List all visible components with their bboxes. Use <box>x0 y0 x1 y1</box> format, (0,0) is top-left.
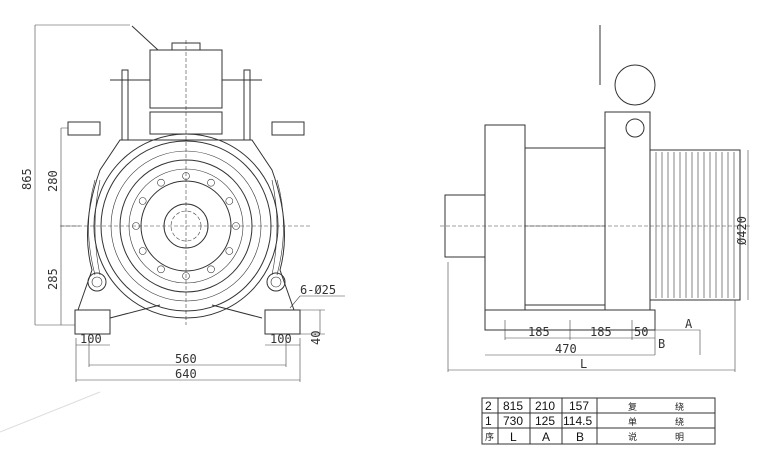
dim-l: L <box>580 357 587 371</box>
dim-hole: 6-Ø25 <box>300 283 336 297</box>
dim-a: A <box>685 317 693 331</box>
foot-left <box>74 309 111 335</box>
bolt-hole <box>207 265 215 274</box>
bolt-hole <box>225 247 234 255</box>
table-row-2: 2 815 210 157 复 绕 <box>485 399 684 413</box>
brake-column <box>604 111 651 311</box>
bolt-hole <box>207 178 215 187</box>
spec-table: 2 815 210 157 复 绕 1 730 125 114.5 单 绕 序 … <box>481 397 716 445</box>
svg-text:B: B <box>576 430 584 444</box>
svg-text:730: 730 <box>503 414 523 428</box>
dim-185-b: 185 <box>590 325 612 339</box>
dim-470: 470 <box>555 342 577 356</box>
svg-text:815: 815 <box>503 399 523 413</box>
bolt-hole <box>132 222 140 230</box>
bolt-hole <box>232 222 240 230</box>
svg-text:单: 单 <box>628 416 637 428</box>
frame-outline <box>77 139 295 311</box>
brake-drum <box>614 64 656 106</box>
dim-sheave-diameter: Ø420 <box>735 216 749 245</box>
dim-50: 50 <box>634 325 648 339</box>
bolt-hole <box>182 272 190 280</box>
dim-b: B <box>658 337 665 351</box>
svg-text:序: 序 <box>485 431 494 443</box>
dim-foot-right: 100 <box>270 332 292 346</box>
decorative-line <box>0 391 101 433</box>
dim-285: 285 <box>46 268 60 290</box>
dim-40: 40 <box>309 331 323 345</box>
brake-springs <box>67 121 305 136</box>
table-header: 序 L A B 说 明 <box>485 430 684 444</box>
dim-280: 280 <box>46 170 60 192</box>
release-lever <box>131 25 159 51</box>
bolt-hole <box>225 197 234 205</box>
svg-text:说: 说 <box>628 431 637 443</box>
dim-640: 640 <box>175 367 197 381</box>
svg-text:1: 1 <box>485 414 492 428</box>
shaft-hub <box>163 203 209 249</box>
svg-text:L: L <box>510 430 517 444</box>
svg-text:2: 2 <box>485 399 492 413</box>
bolt-hole <box>138 197 147 205</box>
svg-text:明: 明 <box>675 432 684 443</box>
bolt-hole <box>157 265 165 274</box>
bolt-hole <box>157 178 165 187</box>
front-view: 865 280 285 6-Ø25 100 100 40 560 640 <box>20 24 345 382</box>
dim-865: 865 <box>20 168 34 190</box>
bolt-hole <box>138 247 147 255</box>
dim-185-a: 185 <box>528 325 550 339</box>
table-row-1: 1 730 125 114.5 单 绕 <box>485 414 684 428</box>
dim-560: 560 <box>175 352 197 366</box>
bolt-circle <box>132 172 240 280</box>
svg-text:绕: 绕 <box>675 416 684 428</box>
svg-text:复: 复 <box>628 401 637 413</box>
svg-text:114.5: 114.5 <box>563 414 592 428</box>
bolt-hole <box>182 172 190 180</box>
svg-text:125: 125 <box>535 414 555 428</box>
svg-text:210: 210 <box>535 399 555 413</box>
svg-text:A: A <box>542 430 550 444</box>
foot-right <box>264 309 301 335</box>
side-view: 185 185 50 470 Ø420 A B L <box>440 25 750 372</box>
motor-body <box>484 124 526 311</box>
svg-text:157: 157 <box>569 399 589 413</box>
traction-sheave <box>649 149 741 301</box>
svg-text:绕: 绕 <box>675 401 684 413</box>
dim-foot-left: 100 <box>80 332 102 346</box>
